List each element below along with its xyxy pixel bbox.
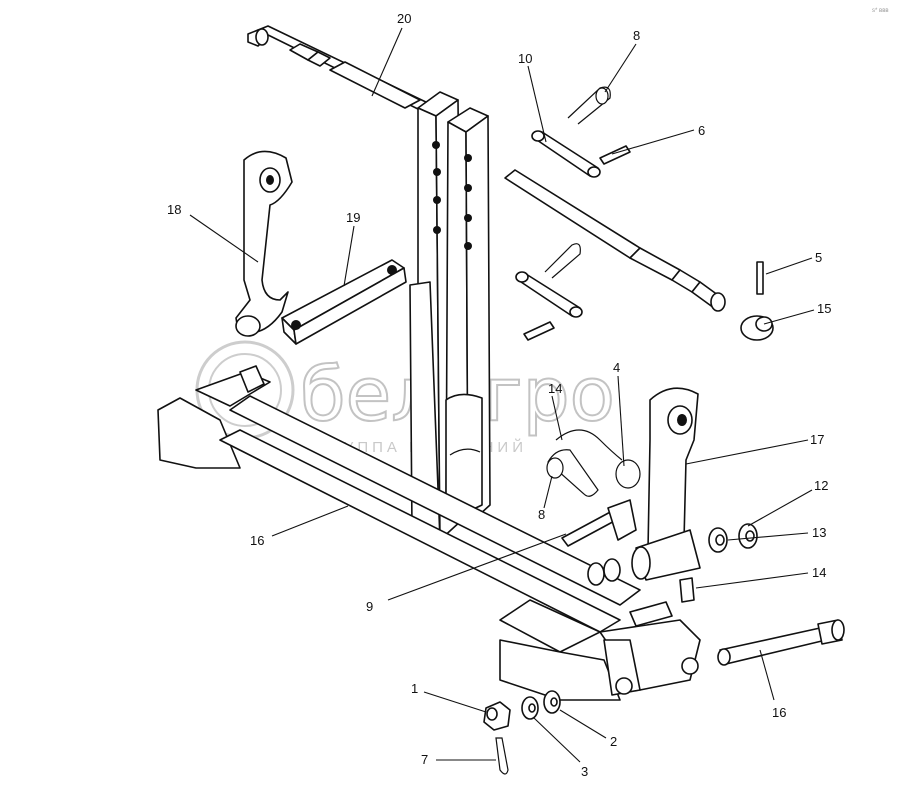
callout-13: 12: [747, 478, 828, 527]
callout-label: 13: [812, 525, 826, 540]
part-8-clip-upper: [567, 86, 611, 125]
callout-label: 16: [250, 533, 264, 548]
callout-20: 19: [343, 210, 360, 287]
part-11-pin: [531, 130, 601, 178]
callout-label: 1: [411, 681, 418, 696]
callout-label: 18: [167, 202, 181, 217]
callout-label: 17: [810, 432, 824, 447]
part-7-cotter-pin: [495, 737, 509, 775]
callout-label: 9: [366, 599, 373, 614]
callout-label: 14: [548, 381, 562, 396]
callout-label: 5: [815, 250, 822, 265]
part-9-chain: [546, 429, 641, 497]
right-upright: [445, 107, 491, 526]
part-14-washer: [708, 527, 728, 553]
callout-label: 6: [698, 123, 705, 138]
callout-label: 2: [610, 734, 617, 749]
callout-3: 3: [533, 717, 588, 779]
callout-18: 17: [685, 432, 824, 465]
callout-15: 14: [695, 565, 826, 589]
callout-label: 20: [397, 11, 411, 26]
left-washers: [587, 558, 621, 586]
callout-6: 6: [611, 123, 705, 155]
callout-9: 14: [548, 381, 563, 441]
part-16-bolt: [717, 619, 845, 666]
part-12-collar: [740, 315, 774, 341]
callout-4: 4: [613, 360, 625, 467]
part-6-key: [599, 145, 631, 165]
corner-mark: s* ввв: [872, 8, 889, 14]
callout-label: 15: [817, 301, 831, 316]
callout-label: 16: [772, 705, 786, 720]
callout-21: 20: [371, 11, 411, 97]
callout-label: 19: [346, 210, 360, 225]
callout-label: 4: [613, 360, 620, 375]
callout-8-lower: 8: [538, 475, 553, 522]
part-15-grease-fitting: [679, 577, 695, 603]
callout-5: 5: [765, 250, 822, 275]
callout-label: 10: [518, 51, 532, 66]
part-11-pin-lower: [515, 243, 583, 341]
callout-11: 10: [518, 51, 547, 143]
callout-10: 9: [366, 533, 567, 614]
right-shaft: [504, 169, 726, 312]
part-1-nut: [483, 701, 511, 731]
callout-1: 1: [411, 681, 487, 713]
part-3-washer: [521, 696, 539, 720]
callout-label: 3: [581, 764, 588, 779]
callout-8-upper: 8: [604, 28, 640, 93]
callout-17: 16: [250, 505, 349, 548]
part-17-frame: [157, 365, 701, 701]
callout-label: 14: [812, 565, 826, 580]
callout-16: 16: [759, 649, 786, 720]
part-20-link: [281, 259, 407, 345]
callout-label: 7: [421, 752, 428, 767]
part-2-washer: [543, 690, 561, 714]
callout-12: 15: [763, 301, 831, 325]
callout-label: 8: [633, 28, 640, 43]
part-21-shaft: [247, 25, 431, 111]
callout-label: 8: [538, 507, 545, 522]
callout-14: 13: [727, 525, 826, 541]
part-19-arm: [235, 150, 293, 337]
callout-7: 7: [421, 752, 496, 767]
callout-label: 12: [814, 478, 828, 493]
callout-2: 2: [559, 709, 617, 749]
part-18-arm: [631, 387, 701, 581]
part-10-pin: [561, 499, 637, 547]
part-5-pin: [756, 261, 764, 295]
part-13-washer: [738, 523, 758, 549]
callout-19: 18: [167, 202, 259, 263]
